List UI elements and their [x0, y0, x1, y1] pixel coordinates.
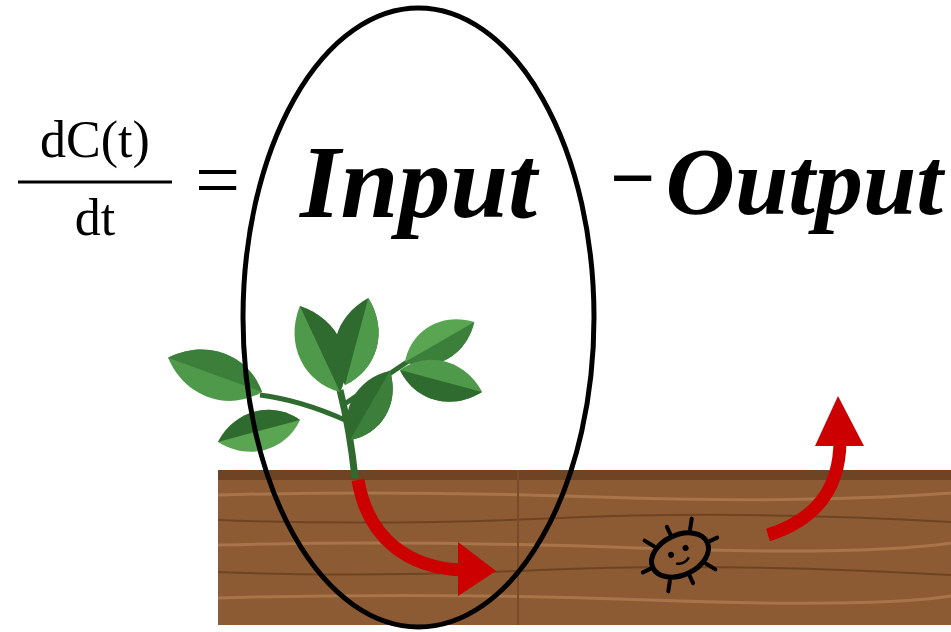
derivative-numerator: dC(t)	[40, 114, 150, 166]
equation-term: Input	[300, 130, 537, 234]
input-arrow	[358, 480, 496, 596]
soil	[218, 470, 951, 625]
equals-sign: =	[195, 140, 240, 220]
derivative-denominator: dt	[75, 192, 115, 244]
minus-sign: −	[610, 138, 656, 218]
ellipse-outline	[240, 5, 597, 630]
output-arrow	[768, 396, 864, 535]
plant	[160, 293, 487, 478]
circled-term: Input	[240, 5, 597, 630]
microbe	[630, 510, 731, 601]
equation-term: Output	[666, 134, 943, 230]
fraction-bar	[18, 181, 172, 184]
